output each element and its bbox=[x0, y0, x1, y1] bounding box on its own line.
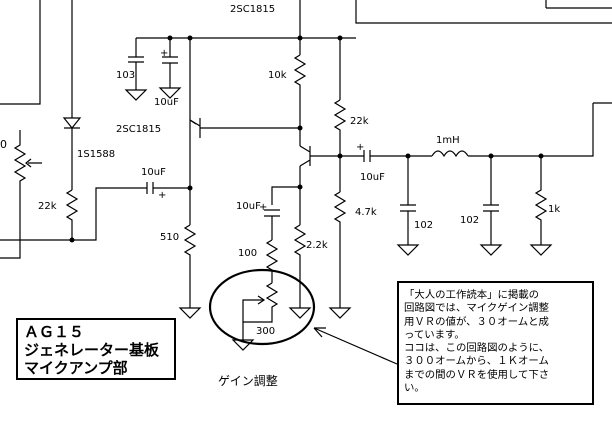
note-line-3: 用ＶＲの値が、３０オームと成 bbox=[404, 315, 549, 328]
board-title-box: ＡＧ１５ ジェネレーター基板 マイクアンプ部 bbox=[16, 318, 176, 380]
ground-symbol bbox=[479, 244, 503, 256]
cap-10uf-gain bbox=[264, 209, 280, 240]
junction bbox=[297, 35, 303, 41]
polarity-mark: + bbox=[356, 142, 364, 153]
cap-102-a bbox=[400, 156, 416, 245]
note-line-5: ココは、この回路図のように、 bbox=[404, 342, 550, 355]
polarity-mark: + bbox=[158, 190, 166, 201]
vr-wiper-arrow bbox=[257, 295, 266, 305]
diode-1s1588 bbox=[62, 117, 82, 129]
r-22k-left-label: 22k bbox=[38, 201, 57, 212]
wire-to-input-cap bbox=[72, 187, 147, 241]
ground-symbol bbox=[529, 244, 553, 256]
top-right-frame bbox=[355, 0, 612, 24]
r-2-2k-label: 2.2k bbox=[306, 240, 328, 251]
note-pointer-arrow bbox=[313, 327, 398, 365]
q-left-emitter-arrow bbox=[189, 119, 197, 125]
c-102-b-label: 102 bbox=[460, 215, 479, 226]
q-left-label: 2SC1815 bbox=[116, 124, 161, 135]
junction bbox=[187, 35, 193, 41]
ground-symbol bbox=[396, 244, 420, 256]
transistor-q-right bbox=[299, 145, 340, 167]
polarity-mark: + bbox=[259, 202, 267, 213]
polarity-mark: + bbox=[160, 48, 168, 59]
q-top-label: 2SC1815 bbox=[230, 4, 275, 15]
cap-102-b bbox=[483, 156, 499, 245]
title-line-1: ＡＧ１５ bbox=[24, 323, 85, 341]
ground-symbol bbox=[178, 307, 202, 319]
note-line-2: 回路図では、マイクゲイン調整 bbox=[404, 302, 550, 315]
junction bbox=[337, 35, 343, 41]
c-102-a-label: 102 bbox=[414, 220, 433, 231]
r-4-7k-label: 4.7k bbox=[355, 207, 377, 218]
wire-to-gain-cap bbox=[271, 186, 300, 205]
cap-10uf-output bbox=[363, 150, 432, 162]
resistor-22k-right bbox=[333, 99, 347, 192]
resistor-2-2k bbox=[293, 224, 307, 308]
c-10uf-gain-label: 10uF bbox=[236, 201, 261, 212]
note-line-4: っています。 bbox=[404, 328, 465, 341]
r-100-label: 100 bbox=[238, 248, 257, 259]
note-line-8: い。 bbox=[404, 382, 425, 395]
left-trimmer bbox=[13, 130, 27, 200]
r-1k-label: 1k bbox=[548, 204, 560, 215]
title-line-3: マイクアンプ部 bbox=[24, 359, 128, 377]
r-22k-right-label: 22k bbox=[350, 116, 369, 127]
gain-adjust-caption: ゲイン調整 bbox=[218, 374, 278, 388]
resistor-1k bbox=[534, 156, 548, 245]
d1-label: 1S1588 bbox=[77, 149, 115, 160]
title-line-2: ジェネレーター基板 bbox=[24, 341, 160, 359]
resistor-4-7k bbox=[333, 191, 347, 308]
left-trimmer-wiper bbox=[25, 158, 42, 168]
ground-symbol bbox=[328, 307, 352, 319]
cap-103 bbox=[128, 38, 144, 90]
ground-symbol bbox=[288, 307, 312, 319]
note-line-6: ３００オームから、１Ｋオーム bbox=[404, 355, 549, 368]
c-10uf-out-label: 10uF bbox=[360, 172, 385, 183]
ground-symbol bbox=[158, 87, 182, 99]
inductor-1mh bbox=[431, 103, 594, 158]
cap-10uf-input bbox=[146, 182, 190, 194]
r-510-label: 510 bbox=[160, 232, 179, 243]
l-1mh-label: 1mH bbox=[436, 135, 460, 146]
left-wire-top bbox=[0, 0, 41, 105]
transistor-q-left bbox=[189, 118, 300, 138]
junction bbox=[297, 125, 303, 131]
vr-300-label: 300 bbox=[256, 326, 275, 337]
note-line-7: までの間のＶＲを使用して下さ bbox=[404, 368, 550, 381]
r-10k-label: 10k bbox=[268, 70, 287, 81]
c-10uf-top-label: 10uF bbox=[154, 97, 179, 108]
ground-symbol bbox=[231, 339, 255, 351]
c-103-label: 103 bbox=[116, 70, 135, 81]
resistor-510 bbox=[183, 224, 197, 308]
note-line-1: 「大人の工作読本」に掲載の bbox=[404, 289, 540, 301]
left-wire-bottom bbox=[0, 200, 21, 259]
resistor-100 bbox=[265, 239, 279, 283]
ground-symbol bbox=[124, 89, 148, 101]
left-partial-label: 0 bbox=[0, 138, 7, 151]
gain-vr bbox=[242, 282, 279, 323]
c-10uf-in-label: 10uF bbox=[141, 167, 166, 178]
resistor-22k-left bbox=[65, 189, 79, 240]
gain-adjust-highlight-circle bbox=[208, 268, 316, 346]
resistor-10k bbox=[293, 54, 307, 146]
note-box: 「大人の工作読本」に掲載の 回路図では、マイクゲイン調整 用ＶＲの値が、３０オー… bbox=[397, 281, 594, 405]
cap-10uf-top bbox=[162, 38, 178, 88]
